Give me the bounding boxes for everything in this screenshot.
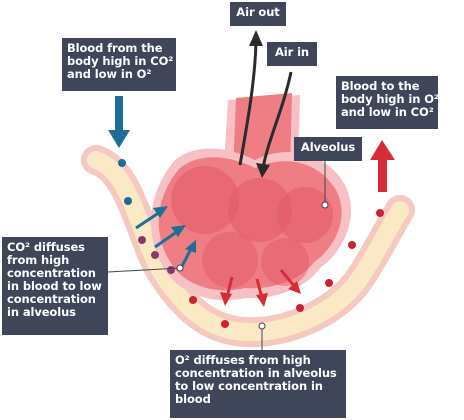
capillary (81, 145, 415, 348)
blood-from-body-line-3: and low in O² (67, 67, 152, 81)
blood-cell-purple (138, 236, 146, 244)
blood-to-body-line-1: Blood to the (341, 79, 420, 93)
co2-diffusion-arrows (135, 206, 196, 269)
o2-arrow (279, 269, 297, 288)
co2-diffusion-label: CO² diffuses from high concentration in … (2, 237, 108, 335)
blood-cell-purple (167, 266, 175, 274)
air-in-arrowhead (256, 163, 270, 178)
air-out-text: Air out (236, 5, 280, 19)
co2-line-4: in blood to low (7, 279, 102, 293)
air-out-arrowhead (249, 30, 263, 46)
o2-arrowhead (288, 281, 301, 294)
o2-line-1: O² diffuses from high (175, 353, 311, 367)
alveolus-bubble (277, 187, 333, 243)
co2-arrow (135, 210, 161, 230)
air-arrows (238, 30, 293, 178)
blood-cell-red (376, 209, 384, 217)
co2-line-6: in alveolus (7, 305, 76, 319)
air-in-label: Air in (267, 42, 317, 66)
alveolus-bubble (261, 238, 309, 286)
leader-lines (107, 160, 329, 350)
alveolus-label: Alveolus (294, 137, 362, 161)
co2-leader-dot (176, 264, 184, 272)
air-out-arrow (238, 41, 258, 166)
o2-leader-dot (258, 322, 266, 330)
o2-arrowhead (220, 292, 232, 306)
blood-cell-purple (151, 251, 159, 259)
co2-arrowhead (185, 240, 196, 253)
co2-arrowhead (153, 206, 168, 218)
o2-line-3: to low concentration in (175, 379, 323, 393)
co2-line-1: CO² diffuses (7, 240, 85, 254)
air-in-text: Air in (274, 45, 310, 59)
co2-line-3: concentration (7, 266, 96, 280)
blood-cell-red (325, 279, 333, 287)
blood-cell-blue (124, 197, 132, 205)
alveolus-text: Alveolus (300, 140, 356, 154)
blood-cell-blue (118, 159, 126, 167)
blood-in-arrowhead (108, 130, 130, 148)
blood-cell-red (348, 241, 356, 249)
blood-cell-red (221, 320, 229, 328)
co2-arrow (154, 229, 179, 249)
blood-cell-red (296, 304, 304, 312)
o2-line-4: blood (175, 392, 211, 406)
blood-from-body-line-2: body high in CO² (67, 54, 174, 68)
blood-from-body-line-1: Blood from the (67, 41, 163, 55)
capillary-lumen (87, 151, 409, 342)
o2-diffusion-arrows (220, 269, 301, 307)
blood-to-body-line-2: body high in O² (341, 92, 439, 106)
o2-line-2: concentration in alveolus (175, 366, 337, 380)
blood-to-body-line-3: and low in CO² (341, 105, 434, 119)
alveolus-bubble (202, 232, 258, 288)
co2-line-2: from high (7, 253, 70, 267)
co2-arrowhead (171, 225, 186, 237)
alveolus (151, 93, 351, 301)
alveolus-bubble (228, 178, 292, 242)
co2-line-5: concentration (7, 292, 96, 306)
alveolus-bubble (171, 166, 239, 234)
blood-in-arrow-shaft (115, 96, 123, 132)
blood-out-arrowhead (370, 140, 395, 160)
o2-diffusion-label: O² diffuses from high concentration in a… (170, 350, 346, 418)
blood-cell-red (189, 296, 197, 304)
blood-out-arrow-shaft (378, 158, 387, 192)
blood-to-body-label: Blood to the body high in O² and low in … (336, 76, 439, 129)
o2-arrowhead (256, 293, 268, 307)
blood-from-body-label: Blood from the body high in CO² and low … (62, 38, 176, 91)
co2-leader (107, 267, 181, 273)
co2-arrow (179, 248, 193, 269)
air-out-label: Air out (230, 2, 286, 26)
flow-arrows (108, 96, 395, 192)
alveolus-leader-dot (321, 201, 329, 209)
air-in-arrow (261, 71, 293, 169)
